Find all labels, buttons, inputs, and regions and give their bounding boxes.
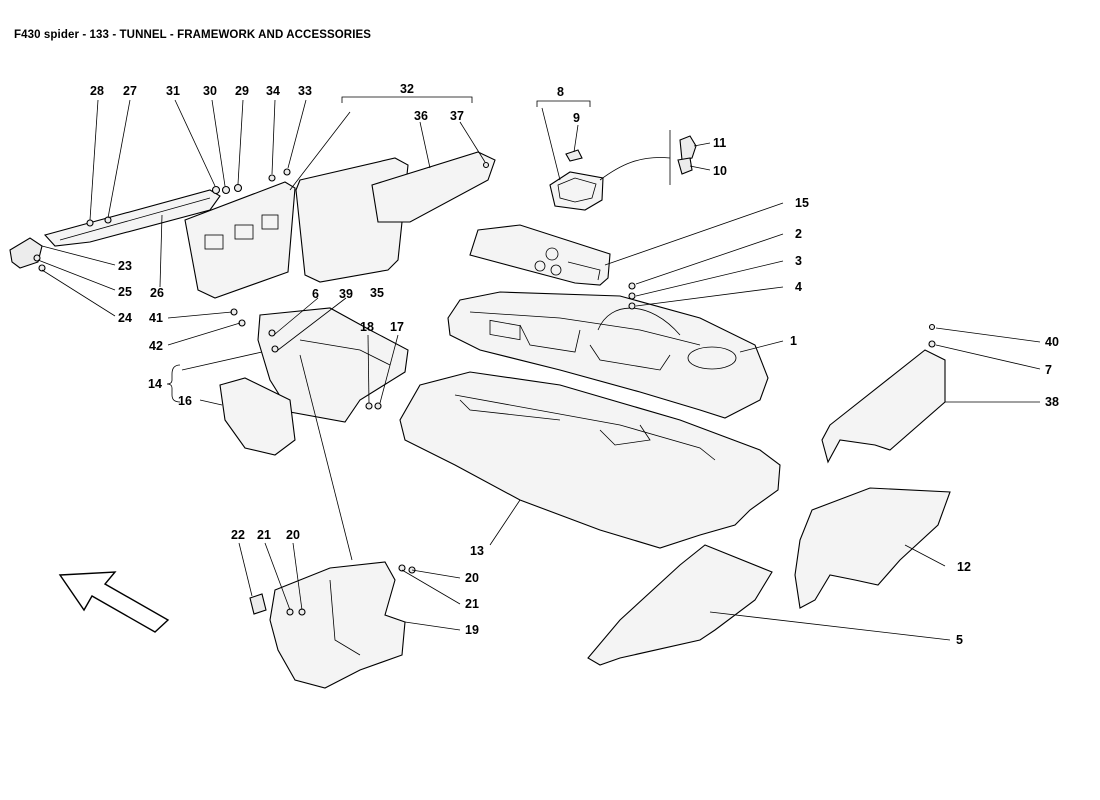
switch-holder-part[interactable] — [549, 157, 671, 211]
callout-1: 1 — [790, 334, 797, 348]
callout-38: 38 — [1045, 395, 1059, 409]
connector-part[interactable] — [669, 130, 697, 185]
callout-14: 14 — [148, 377, 162, 391]
callout-6: 6 — [312, 287, 319, 301]
callout-33: 33 — [298, 84, 312, 98]
callout-13: 13 — [470, 544, 484, 558]
callout-20-top: 20 — [286, 528, 300, 542]
callout-8: 8 — [557, 85, 564, 99]
top-tray-part[interactable] — [469, 224, 611, 341]
callout-28: 28 — [90, 84, 104, 98]
side-cover-part[interactable] — [794, 487, 951, 609]
callout-19: 19 — [465, 623, 479, 637]
callout-2: 2 — [795, 227, 802, 241]
side-bracket-part[interactable] — [219, 307, 409, 456]
callout-4: 4 — [795, 280, 802, 294]
callout-42: 42 — [149, 339, 163, 353]
callout-31: 31 — [166, 84, 180, 98]
callout-20-right: 20 — [465, 571, 479, 585]
grille-part[interactable] — [371, 151, 496, 223]
callout-labels: 28 27 31 30 29 34 33 32 36 37 8 9 11 10 … — [90, 82, 1059, 647]
callout-40: 40 — [1045, 335, 1059, 349]
callout-37: 37 — [450, 109, 464, 123]
fasteners — [33, 161, 936, 616]
callout-21-top: 21 — [257, 528, 271, 542]
callout-27: 27 — [123, 84, 137, 98]
arrow-icon — [58, 571, 170, 633]
callout-34: 34 — [266, 84, 280, 98]
callout-18: 18 — [360, 320, 374, 334]
callout-30: 30 — [203, 84, 217, 98]
callout-24: 24 — [118, 311, 132, 325]
lower-panel-part[interactable] — [249, 561, 406, 689]
callout-22: 22 — [231, 528, 245, 542]
callout-32: 32 — [400, 82, 414, 96]
callout-23: 23 — [118, 259, 132, 273]
callout-21-right: 21 — [465, 597, 479, 611]
callout-29: 29 — [235, 84, 249, 98]
callout-36: 36 — [414, 109, 428, 123]
callout-10: 10 — [713, 164, 727, 178]
bracket-panel-part[interactable] — [184, 181, 296, 299]
callout-12: 12 — [957, 560, 971, 574]
callout-16: 16 — [178, 394, 192, 408]
callout-15: 15 — [795, 196, 809, 210]
right-bracket-part[interactable] — [821, 349, 946, 464]
tunnel-frame-part[interactable] — [399, 371, 781, 549]
leader-lines — [37, 96, 1041, 641]
floor-panel-part[interactable] — [587, 544, 773, 666]
callout-7: 7 — [1045, 363, 1052, 377]
callout-39: 39 — [339, 287, 353, 301]
callout-11: 11 — [713, 136, 726, 150]
callout-17: 17 — [390, 320, 404, 334]
callout-3: 3 — [795, 254, 802, 268]
callout-41: 41 — [149, 311, 163, 325]
support-bar-part[interactable] — [9, 189, 221, 269]
callout-9: 9 — [573, 111, 580, 125]
callout-35: 35 — [370, 286, 384, 300]
callout-26: 26 — [150, 286, 164, 300]
callout-25: 25 — [118, 285, 132, 299]
callout-5: 5 — [956, 633, 963, 647]
page-title: F430 spider - 133 - TUNNEL - FRAMEWORK A… — [14, 29, 372, 41]
tunnel-console-part[interactable] — [447, 291, 769, 419]
